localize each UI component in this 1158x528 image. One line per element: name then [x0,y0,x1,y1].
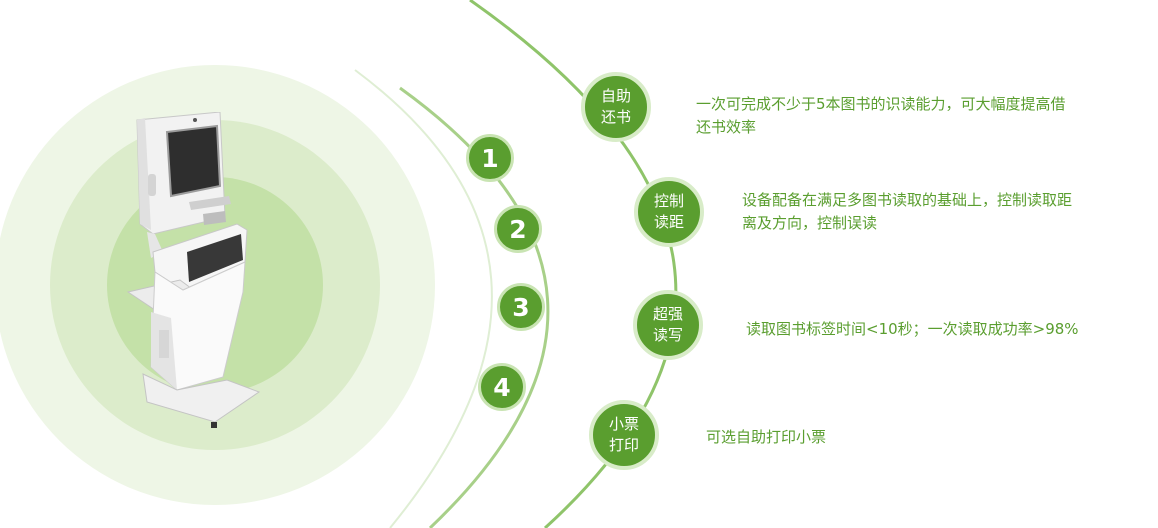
step-badge-1: 1 [466,134,514,182]
feature-desc-read-distance: 设备配备在满足多图书读取的基础上，控制读取距 离及方向，控制误读 [742,189,1142,235]
feature-title-line2: 还书 [600,108,631,126]
feature-circle-receipt-print: 小票 打印 [589,400,659,470]
feature-desc-line1: 设备配备在满足多图书读取的基础上，控制读取距 [742,191,1073,209]
step-badge-2: 2 [494,205,542,253]
feature-desc-fast-read: 读取图书标签时间<10秒；一次读取成功率>98% [746,318,1146,341]
feature-title-line1: 小票 [608,415,639,433]
self-service-kiosk-image [126,112,261,428]
feature-desc-line1: 可选自助打印小票 [706,428,827,446]
feature-title-line2: 读写 [652,326,683,344]
feature-title-line1: 控制 [653,192,684,210]
feature-desc-line1: 读取图书标签时间<10秒；一次读取成功率>98% [746,320,1079,338]
feature-circle-read-distance: 控制 读距 [634,177,704,247]
feature-desc-receipt-print: 可选自助打印小票 [706,426,1006,449]
feature-title-line1: 自助 [600,87,631,105]
feature-title-line2: 打印 [608,436,639,454]
feature-circle-self-return: 自助 还书 [581,72,651,142]
step-badge-4: 4 [478,363,526,411]
feature-title-line2: 读距 [653,213,684,231]
inner-arc [354,69,493,528]
step-badge-3: 3 [497,283,545,331]
feature-desc-line2: 离及方向，控制误读 [742,214,878,232]
steps-arc [399,86,550,528]
feature-desc-line2: 还书效率 [696,118,757,136]
feature-title-line1: 超强 [652,305,683,323]
feature-desc-self-return: 一次可完成不少于5本图书的识读能力，可大幅度提高借 还书效率 [696,93,1126,139]
feature-desc-line1: 一次可完成不少于5本图书的识读能力，可大幅度提高借 [696,95,1066,113]
feature-circle-fast-read: 超强 读写 [633,290,703,360]
